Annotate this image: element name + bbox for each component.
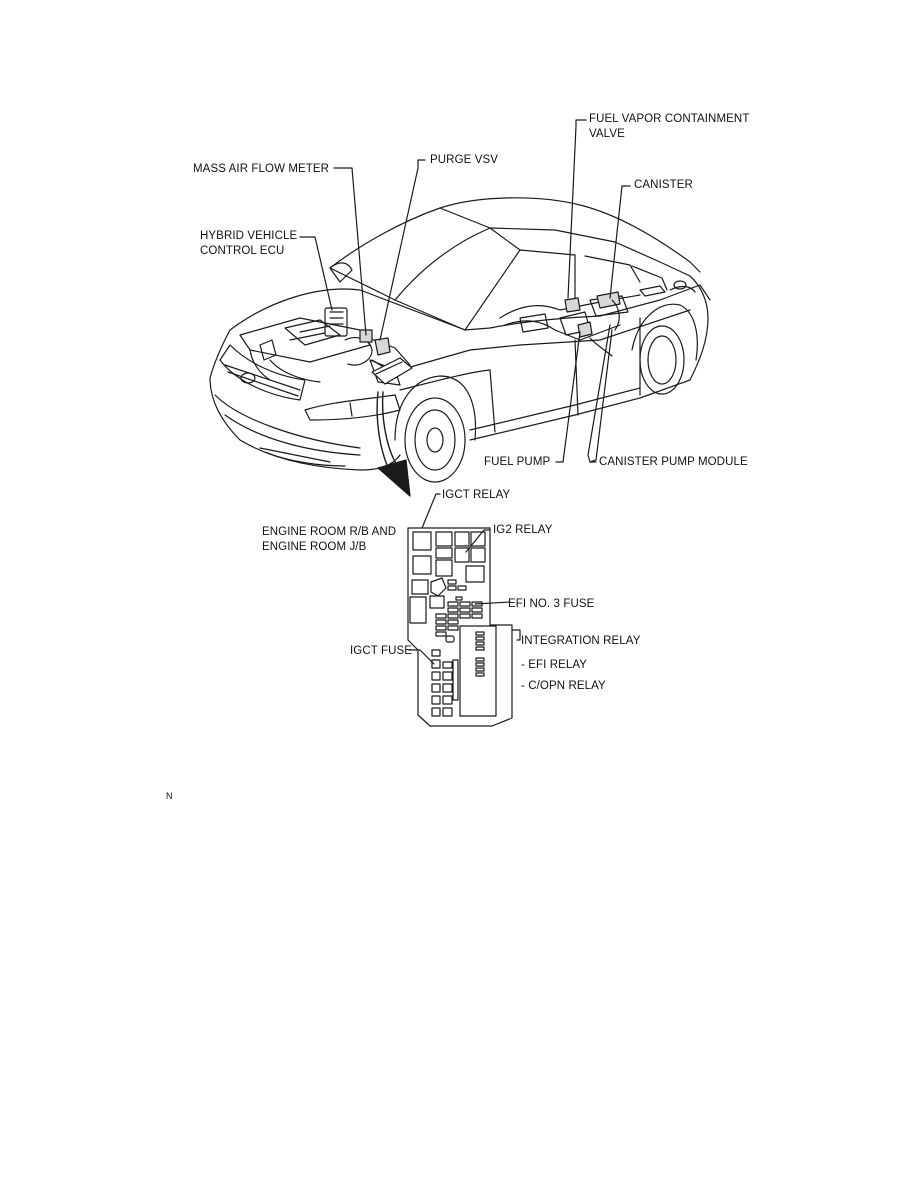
car-illustration (209, 197, 711, 483)
label-fuel-pump: FUEL PUMP (484, 456, 551, 468)
label-copn-relay: - C/OPN RELAY (521, 680, 606, 692)
label-fuel-vapor-containment-valve: FUEL VAPOR CONTAINMENT VALVE (589, 113, 750, 140)
label-engine-room-rb-jb: ENGINE ROOM R/B AND ENGINE ROOM J/B (262, 526, 397, 553)
label-ig2-relay: IG2 RELAY (493, 524, 553, 536)
label-purge-vsv: PURGE VSV (430, 154, 499, 166)
label-canister: CANISTER (634, 179, 693, 191)
label-hybrid-vehicle-control-ecu: HYBRID VEHICLE CONTROL ECU (200, 230, 298, 257)
label-canister-pump-module: CANISTER PUMP MODULE (599, 456, 748, 468)
footer-mark: N (166, 791, 173, 801)
label-efi-relay: - EFI RELAY (521, 659, 588, 671)
label-igct-fuse: IGCT FUSE (350, 645, 413, 657)
label-mass-air-flow-meter: MASS AIR FLOW METER (193, 163, 330, 175)
label-igct-relay: IGCT RELAY (442, 489, 511, 501)
engine-room-junction-box (407, 493, 521, 727)
label-integration-relay: INTEGRATION RELAY (521, 635, 641, 647)
label-efi-no3-fuse: EFI NO. 3 FUSE (508, 598, 595, 610)
location-arrow (376, 391, 411, 497)
callout-leader-lines (299, 119, 631, 463)
